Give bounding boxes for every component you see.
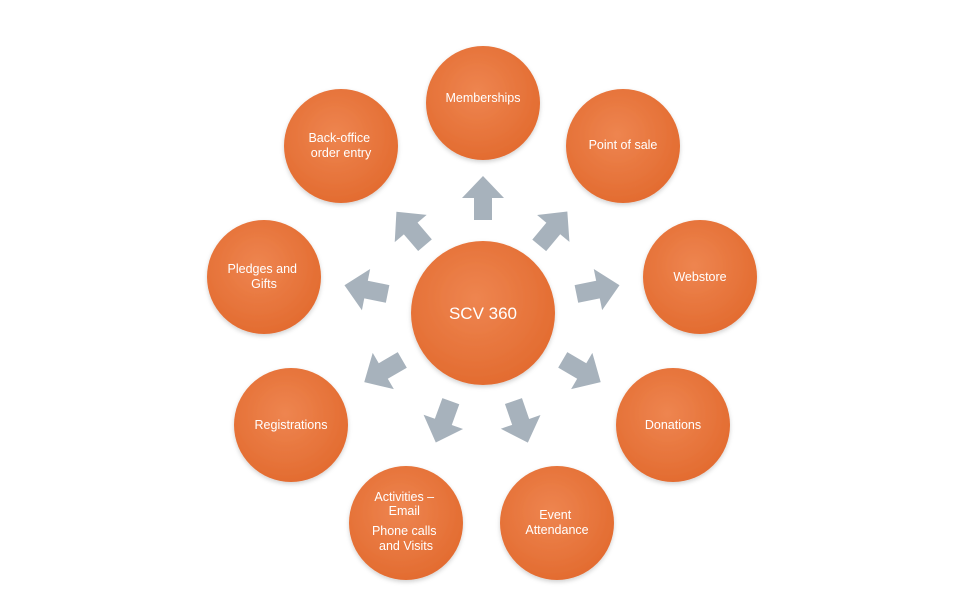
node-pledges-gifts-label: Pledges and Gifts [228,262,301,291]
node-donations: Donations [616,368,730,482]
node-pledges-gifts-line-2: Gifts [251,277,277,291]
node-registrations-label: Registrations [255,418,328,432]
node-registrations: Registrations [234,368,348,482]
node-registrations-circle [234,368,348,482]
node-donations-circle [616,368,730,482]
arrows-layer [344,176,620,443]
node-point-of-sale-circle [566,89,680,203]
node-event-attendance: Event Attendance [500,466,614,580]
arrow-to-pledges-gifts [344,269,390,311]
center-label: SCV 360 [449,304,517,323]
node-pledges-gifts-circle [207,220,321,334]
arrow-to-webstore [574,269,620,311]
node-activities-line-1: Activities – [374,490,434,504]
node-activities-circle [349,466,463,580]
node-webstore-label: Webstore [673,270,726,284]
node-webstore-line-1: Webstore [673,270,726,284]
node-webstore: Webstore [643,220,757,334]
arrow-to-point-of-sale [532,211,570,252]
node-registrations-line-1: Registrations [255,418,328,432]
node-back-office-label: Back-office order entry [308,131,373,160]
node-pledges-gifts-line-1: Pledges and [228,262,298,276]
node-memberships-line-1: Memberships [445,91,520,105]
node-activities-line-4: and Visits [379,539,433,553]
node-event-attendance-circle [500,466,614,580]
node-point-of-sale-line-1: Point of sale [589,138,658,152]
node-event-attendance-line-2: Attendance [525,523,588,537]
arrow-to-memberships [462,176,504,220]
node-memberships-label: Memberships [445,91,520,105]
node-memberships-circle [426,46,540,160]
node-point-of-sale: Point of sale [566,89,680,203]
arrow-to-donations [558,352,601,390]
arrow-to-event-attendance [500,398,541,443]
node-event-attendance-line-1: Event [539,508,571,522]
node-activities-label: Activities – Email Phone calls and Visit… [372,490,440,553]
node-donations-label: Donations [645,418,701,432]
node-back-office: Back-office order entry [284,89,398,203]
node-memberships: Memberships [426,46,540,160]
center-circle [411,241,555,385]
node-activities-line-2: Email [389,504,420,518]
node-point-of-sale-label: Point of sale [589,138,658,152]
arrow-to-activities [423,398,464,443]
node-back-office-circle [284,89,398,203]
node-activities-line-3: Phone calls [372,524,437,538]
node-donations-line-1: Donations [645,418,701,432]
node-pledges-gifts: Pledges and Gifts [207,220,321,334]
node-back-office-line-2: order entry [311,146,372,160]
center-node: SCV 360 [411,241,555,385]
node-back-office-line-1: Back-office [308,131,370,145]
node-activities: Activities – Email Phone calls and Visit… [349,466,463,580]
node-webstore-circle [643,220,757,334]
node-event-attendance-label: Event Attendance [525,508,588,537]
arrow-to-registrations [364,352,407,390]
arrow-to-back-office [394,211,432,252]
